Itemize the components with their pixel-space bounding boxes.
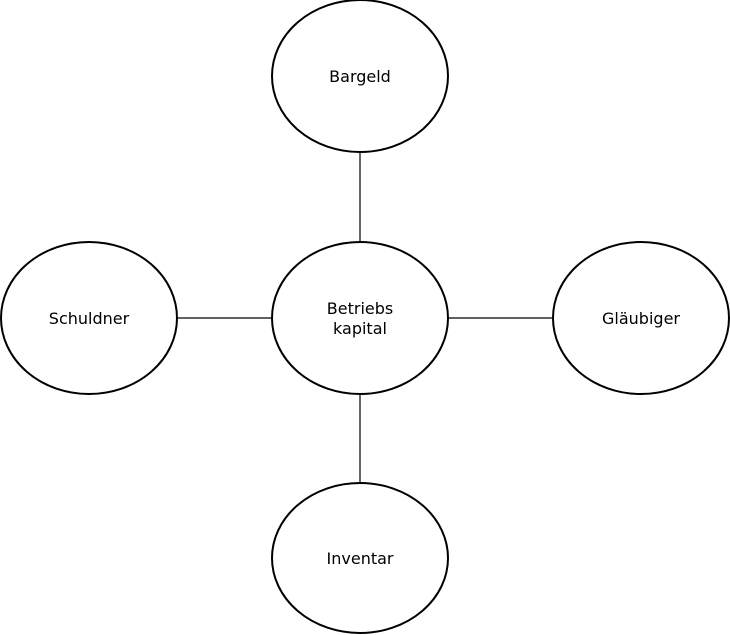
node-bargeld: Bargeld <box>271 0 449 153</box>
node-inventar-label: Inventar <box>327 549 394 568</box>
node-bargeld-label: Bargeld <box>329 67 391 86</box>
node-inventar: Inventar <box>271 482 449 634</box>
node-glaeubiger: Gläubiger <box>552 241 730 395</box>
node-betriebskapital: Betriebs kapital <box>271 241 449 395</box>
node-schuldner-label: Schuldner <box>49 309 130 328</box>
node-betriebskapital-label-line-2: kapital <box>333 319 387 338</box>
node-schuldner: Schuldner <box>0 241 178 395</box>
node-betriebskapital-label-line-1: Betriebs <box>327 299 393 318</box>
node-glaeubiger-label: Gläubiger <box>602 309 680 328</box>
